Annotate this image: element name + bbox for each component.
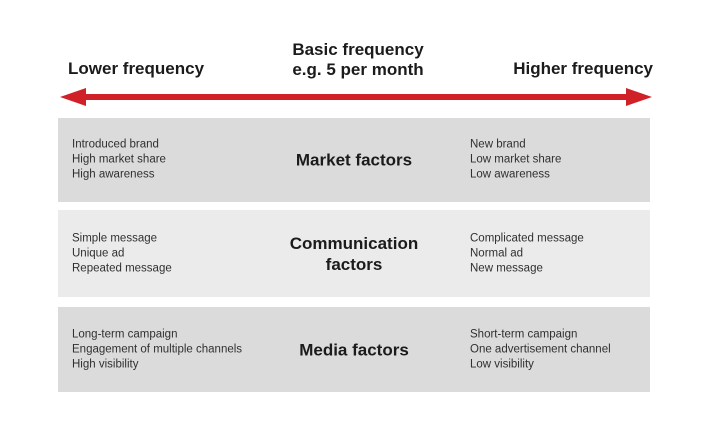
axis-label-basic-frequency: Basic frequency e.g. 5 per month [258,40,458,80]
band-label-media-factors: Media factors [299,340,409,359]
band-market-factors: Introduced brand High market share High … [58,118,650,202]
market-high-frequency-factors: New brand Low market share Low awareness [470,138,561,183]
axis-label-higher-frequency: Higher frequency [513,59,653,78]
factor-item: Low visibility [470,358,534,370]
band-label-communication-factors: Communication factors [289,233,419,274]
factor-item: Unique ad [72,247,125,259]
factor-item: New message [470,262,543,274]
factor-item: Long-term campaign [72,328,178,340]
factor-item: Low market share [470,153,562,166]
factor-item: High market share [72,153,166,166]
factor-item: High visibility [72,358,139,370]
axis-label-lower-frequency: Lower frequency [68,59,205,78]
media-low-frequency-factors: Long-term campaign Engagement of multipl… [72,327,242,372]
axis-label-basic-frequency-line2: e.g. 5 per month [292,60,424,79]
factor-item: New brand [470,138,526,151]
media-high-frequency-factors: Short-term campaign One advertisement ch… [470,327,611,372]
band-communication-factors: Simple message Unique ad Repeated messag… [58,210,650,297]
factor-item: Engagement of multiple channels [72,343,243,355]
axis-label-basic-frequency-line1: Basic frequency [292,40,424,59]
factor-item: Complicated message [470,232,584,244]
market-low-frequency-factors: Introduced brand High market share High … [72,138,166,183]
factor-item: Simple message [72,232,158,244]
communication-high-frequency-factors: Complicated message Normal ad New messag… [470,231,584,276]
factor-item: High awareness [72,168,155,181]
factor-item: Repeated message [72,262,172,274]
factor-item: Short-term campaign [470,328,578,340]
communication-low-frequency-factors: Simple message Unique ad Repeated messag… [72,231,172,276]
double-headed-arrow-icon [60,88,652,106]
factor-item: Low awareness [470,168,550,181]
factor-item: Introduced brand [72,138,159,151]
factor-item: Normal ad [470,247,524,259]
factor-item: One advertisement channel [470,343,611,355]
band-label-market-factors: Market factors [295,150,413,170]
band-media-factors: Long-term campaign Engagement of multipl… [58,307,650,392]
